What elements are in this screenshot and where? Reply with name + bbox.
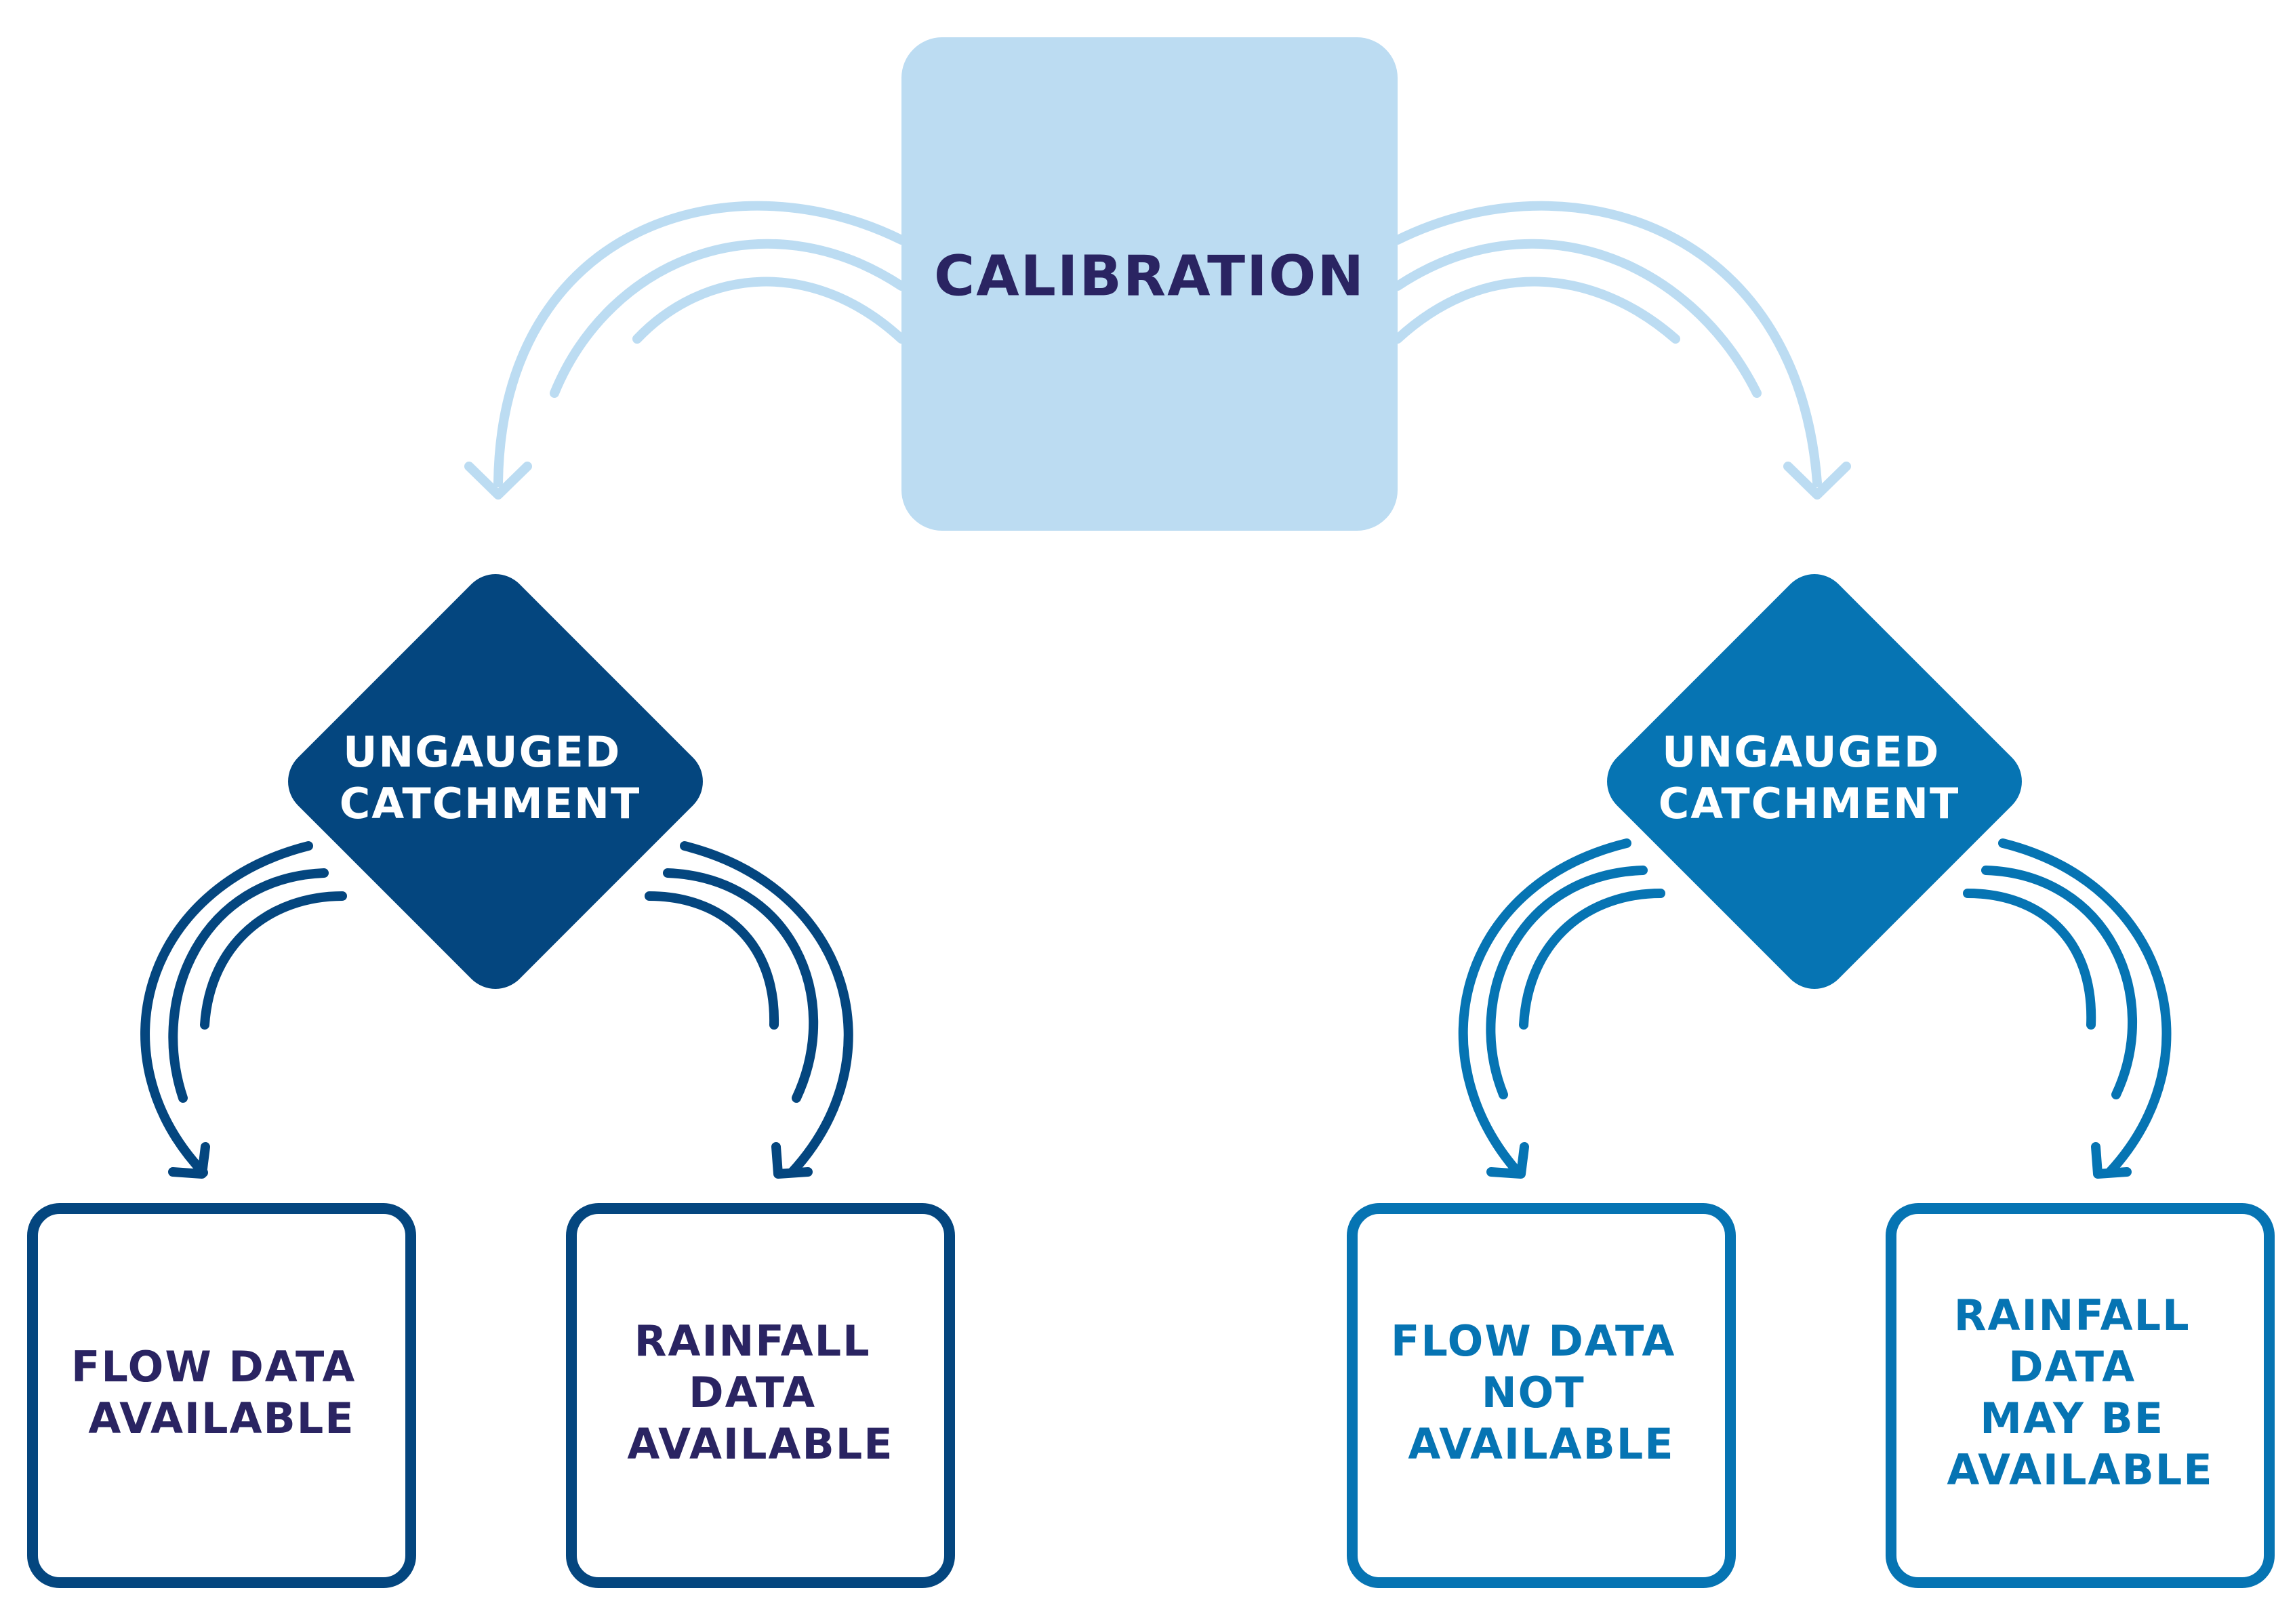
diamond-line-2: CATCHMENT bbox=[340, 779, 641, 828]
rainfall-data-may-be-available-box: RAINFALL DATA MAY BE AVAILABLE bbox=[1886, 1203, 2275, 1588]
arc-middle bbox=[550, 239, 906, 398]
box-label: RAINFALL DATA MAY BE AVAILABLE bbox=[1947, 1291, 2213, 1495]
diamond-shape bbox=[1607, 574, 2022, 989]
left-diamond-to-flow-arrows bbox=[140, 841, 347, 1179]
arc-middle bbox=[1486, 866, 1648, 1099]
calibration-label: CALIBRATION bbox=[934, 244, 1365, 308]
diamond-line-1: UNGAUGED bbox=[343, 727, 621, 777]
box-line-3: MAY BE bbox=[1980, 1394, 2164, 1443]
arrow-head bbox=[1783, 462, 1851, 500]
arc-middle bbox=[1393, 239, 1762, 398]
diamond-line-2: CATCHMENT bbox=[1659, 779, 1960, 828]
arc-middle bbox=[1981, 866, 2137, 1099]
diamond-shape bbox=[288, 574, 703, 989]
box-line-1: RAINFALL bbox=[1954, 1291, 2191, 1340]
box-frame bbox=[1886, 1203, 2275, 1588]
box-frame bbox=[566, 1203, 955, 1588]
calibration-to-right-arrows bbox=[1393, 201, 1851, 500]
diamond-label: UNGAUGED CATCHMENT bbox=[1659, 727, 1960, 828]
arc-outer bbox=[680, 841, 853, 1177]
arrow-head bbox=[2091, 1142, 2132, 1179]
box-line-4: AVAILABLE bbox=[1947, 1445, 2213, 1495]
arc-outer bbox=[493, 201, 906, 487]
flow-data-not-available-box: FLOW DATA NOT AVAILABLE bbox=[1347, 1203, 1736, 1588]
flow-data-available-box: FLOW DATA AVAILABLE bbox=[27, 1203, 416, 1588]
arc-outer bbox=[1458, 838, 1631, 1177]
arrow-head bbox=[1486, 1142, 1529, 1179]
arc-inner bbox=[1963, 889, 2096, 1030]
arc-inner bbox=[1519, 889, 1665, 1030]
calibration-box bbox=[901, 37, 1398, 531]
left-ungauged-diamond: UNGAUGED CATCHMENT bbox=[288, 574, 703, 989]
arc-inner bbox=[200, 891, 347, 1030]
diamond-line-1: UNGAUGED bbox=[1662, 727, 1940, 777]
box-label: RAINFALL DATA AVAILABLE bbox=[627, 1316, 893, 1469]
box-line-3: AVAILABLE bbox=[1408, 1419, 1674, 1469]
box-line-1: FLOW DATA bbox=[1391, 1316, 1675, 1366]
rainfall-data-available-box: RAINFALL DATA AVAILABLE bbox=[566, 1203, 955, 1588]
arc-middle bbox=[168, 868, 329, 1103]
arc-inner bbox=[1393, 277, 1680, 344]
arc-outer bbox=[140, 841, 313, 1177]
arc-inner bbox=[632, 277, 906, 344]
box-line-1: RAINFALL bbox=[634, 1316, 871, 1366]
box-line-2: DATA bbox=[2008, 1342, 2136, 1392]
diamond-label: UNGAUGED CATCHMENT bbox=[340, 727, 641, 828]
box-frame bbox=[27, 1203, 416, 1588]
arrow-head bbox=[464, 462, 532, 500]
right-ungauged-diamond: UNGAUGED CATCHMENT bbox=[1607, 574, 2022, 989]
box-line-2: NOT bbox=[1482, 1368, 1585, 1417]
box-label: FLOW DATA AVAILABLE bbox=[71, 1342, 372, 1443]
arc-inner bbox=[645, 891, 779, 1030]
left-diamond-to-rainfall-arrows bbox=[645, 841, 853, 1179]
calibration-to-left-arrows bbox=[464, 201, 906, 500]
arc-outer bbox=[1393, 201, 1822, 487]
arrow-head bbox=[168, 1142, 210, 1179]
box-label: FLOW DATA NOT AVAILABLE bbox=[1391, 1316, 1692, 1469]
right-diamond-to-rainfall-arrows bbox=[1963, 838, 2172, 1179]
arrow-head bbox=[771, 1142, 813, 1179]
arc-outer bbox=[1998, 838, 2172, 1177]
calibration-node: CALIBRATION bbox=[901, 37, 1398, 531]
box-line-2: DATA bbox=[689, 1368, 816, 1417]
box-line-2: AVAILABLE bbox=[88, 1394, 354, 1443]
box-frame bbox=[1347, 1203, 1736, 1588]
arc-middle bbox=[663, 868, 819, 1103]
right-diamond-to-flow-arrows bbox=[1458, 838, 1665, 1179]
box-line-3: AVAILABLE bbox=[627, 1419, 893, 1469]
box-line-1: FLOW DATA bbox=[71, 1342, 356, 1392]
